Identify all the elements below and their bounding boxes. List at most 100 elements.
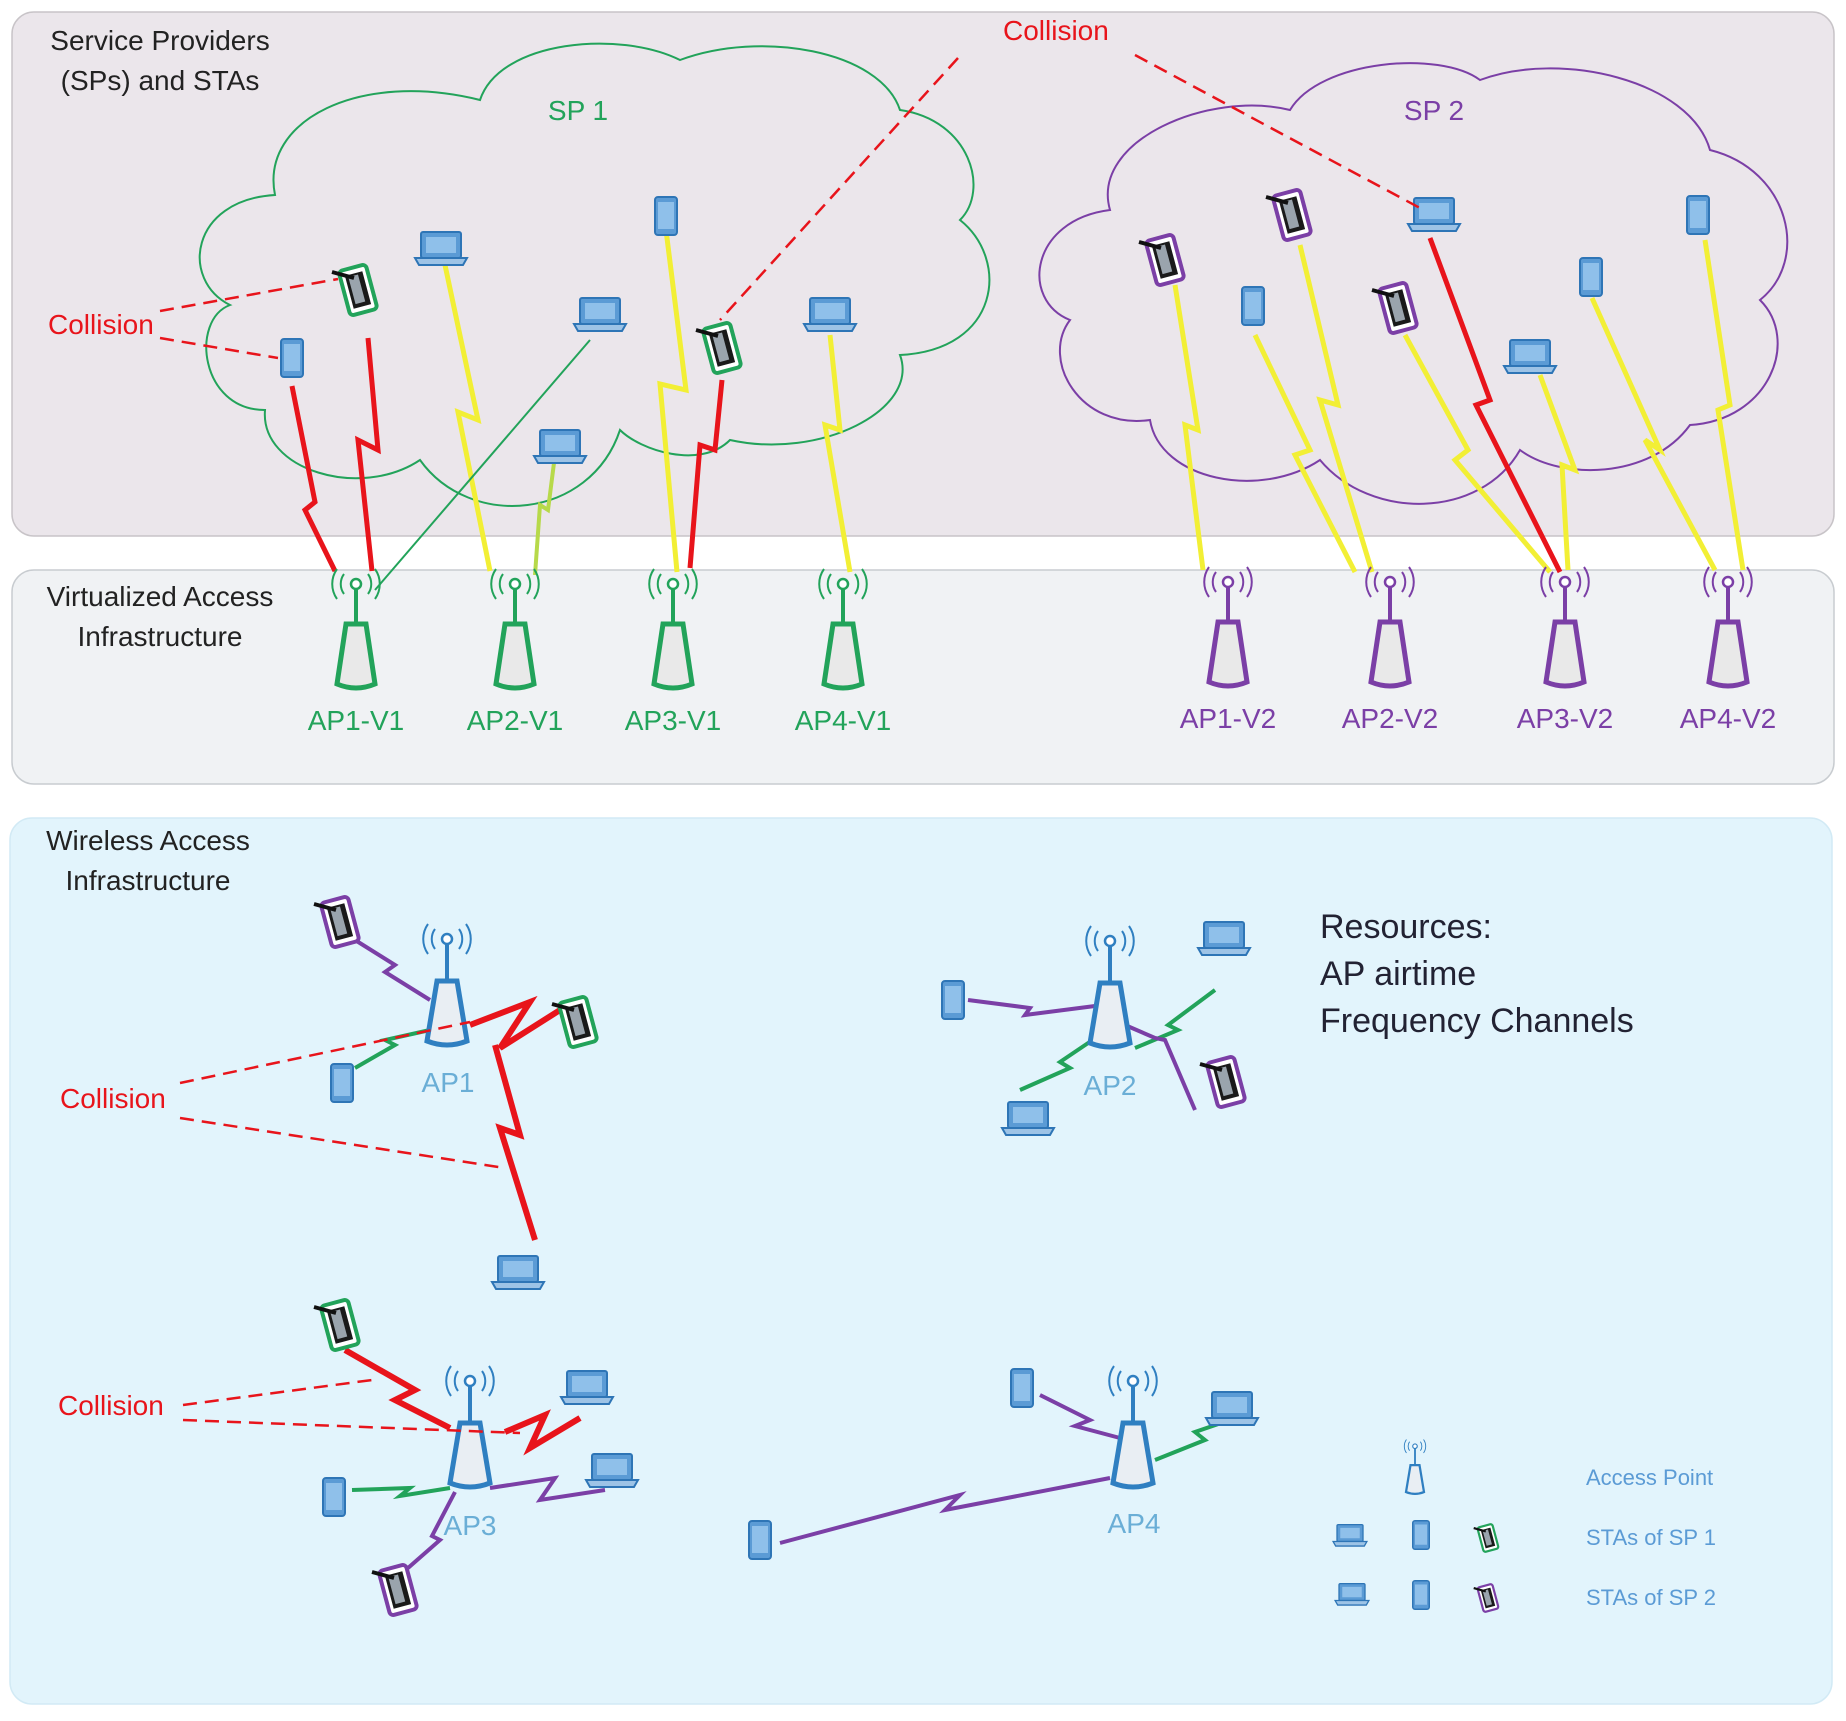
- link-sp2: [1297, 244, 1375, 573]
- virtual-ap-label: AP4-V1: [795, 705, 892, 736]
- sp2-phone: [1579, 257, 1603, 297]
- collision-line: [182, 1378, 373, 1407]
- cloud-sp2-label: SP 2: [1404, 95, 1464, 126]
- link-ap3: [503, 1409, 582, 1456]
- collision-line: [182, 1418, 521, 1435]
- sp2-laptop: [1503, 339, 1557, 374]
- sp1-laptop: [803, 297, 857, 332]
- link-sp2: [1589, 296, 1718, 572]
- legend-access-point-label: Access Point: [1586, 1465, 1713, 1490]
- link-sp1: [355, 337, 381, 572]
- link-sp1: [533, 454, 557, 576]
- link-sp1: [289, 385, 338, 573]
- cloud-sp1-label: SP 1: [548, 95, 608, 126]
- legend-sp2-label: STAs of SP 2: [1586, 1585, 1716, 1610]
- link-sp2: [1172, 284, 1206, 571]
- resources-title: Resources:: [1320, 908, 1492, 946]
- link-ap2: [967, 998, 1096, 1018]
- link-ap2: [1019, 1033, 1102, 1092]
- ap-label: AP1: [422, 1067, 475, 1098]
- link-ap3: [406, 1491, 457, 1570]
- resources-airtime: AP airtime: [1320, 955, 1476, 993]
- sp1-phone: [654, 196, 678, 236]
- sp1-laptop: [1205, 1391, 1259, 1426]
- sp2-phone: [1010, 1368, 1034, 1408]
- sp1-laptop: [573, 297, 627, 332]
- sp1-laptop: [533, 429, 587, 464]
- link-ap1: [353, 938, 432, 1002]
- sp1-laptop: [491, 1255, 545, 1290]
- virtual-ap-label: AP2-V2: [1342, 703, 1439, 734]
- sp2-phone: [1241, 286, 1265, 326]
- link-ap1: [492, 1044, 538, 1241]
- collision-line: [159, 336, 279, 360]
- collision-line: [719, 57, 959, 321]
- ap-label: AP2: [1084, 1070, 1137, 1101]
- virtual-ap-label: AP1-V1: [308, 705, 405, 736]
- cloud-sp2: [1038, 62, 1789, 505]
- link-sp1: [687, 379, 725, 569]
- link-ap4: [779, 1476, 1111, 1545]
- legend: Access Point STAs of SP 1 STAs of SP 2: [1332, 1438, 1716, 1614]
- ap-label: AP3: [444, 1510, 497, 1541]
- sp1-laptop: [1197, 921, 1251, 956]
- sp-panel-title-line2: (SPs) and STAs: [61, 65, 260, 96]
- legend-laptop-icon: [1334, 1582, 1370, 1606]
- ap-label: AP4: [1108, 1508, 1161, 1539]
- link-sp2: [1537, 374, 1580, 571]
- link-sp2: [1427, 237, 1563, 574]
- link-sp1: [657, 229, 689, 573]
- link-ap4: [1154, 1418, 1231, 1462]
- panel-wireless-access: [9, 817, 1833, 1705]
- collision-label-ap1: Collision: [60, 1083, 166, 1114]
- link-sp1: [442, 264, 493, 572]
- sp2-phone: [941, 980, 965, 1020]
- collision-line: [179, 1116, 506, 1170]
- legend-phone-icon: [1412, 1580, 1430, 1610]
- virtual-ap-label: AP3-V1: [625, 705, 722, 736]
- virtual-panel-title-line2: Infrastructure: [78, 621, 243, 652]
- wireless-panel-title-line1: Wireless Access: [46, 825, 250, 856]
- panel-service-providers: [11, 11, 1835, 537]
- sp2-phone: [748, 1520, 772, 1560]
- collision-label-ap3: Collision: [58, 1390, 164, 1421]
- wireless-panel-title-line2: Infrastructure: [66, 865, 231, 896]
- virtual-ap-label: AP3-V2: [1517, 703, 1614, 734]
- link-ap3: [489, 1475, 606, 1503]
- cloud-sp1: [198, 42, 991, 507]
- link-sp1: [374, 339, 591, 591]
- legend-sp1-label: STAs of SP 1: [1586, 1525, 1716, 1550]
- sp1-laptop: [414, 231, 468, 266]
- collision-line: [1134, 53, 1421, 210]
- sp-panel-title-line1: Service Providers: [50, 25, 269, 56]
- sp1-phone: [280, 338, 304, 378]
- virtual-ap-label: AP4-V2: [1680, 703, 1777, 734]
- collision-line: [179, 1020, 471, 1085]
- collision-line: [159, 277, 339, 313]
- link-ap3: [343, 1347, 452, 1431]
- sp2-phone: [1686, 195, 1710, 235]
- sp2-laptop: [1407, 197, 1461, 232]
- link-sp2: [1402, 333, 1552, 574]
- virtual-ap-label: AP1-V2: [1180, 703, 1277, 734]
- sp1-phone: [330, 1063, 354, 1103]
- collision-label-sp1: Collision: [48, 309, 154, 340]
- sp2-laptop: [585, 1453, 639, 1488]
- virtual-panel-title-line1: Virtualized Access: [47, 581, 274, 612]
- link-ap2: [1124, 1023, 1197, 1111]
- virtual-ap-label: AP2-V1: [467, 705, 564, 736]
- collision-label-cross-sp: Collision: [1003, 15, 1109, 46]
- link-sp2: [1252, 333, 1358, 574]
- sp2-phone: [322, 1477, 346, 1517]
- sp2-laptop: [560, 1370, 614, 1405]
- link-ap3: [351, 1485, 451, 1500]
- legend-phone-icon: [1412, 1520, 1430, 1550]
- link-sp1: [821, 334, 853, 573]
- resources-channels: Frequency Channels: [1320, 1002, 1634, 1040]
- link-sp2: [1702, 239, 1746, 571]
- link-ap1: [468, 995, 562, 1051]
- sp1-laptop: [1001, 1101, 1055, 1136]
- legend-laptop-icon: [1332, 1523, 1368, 1547]
- link-ap4: [1039, 1393, 1121, 1440]
